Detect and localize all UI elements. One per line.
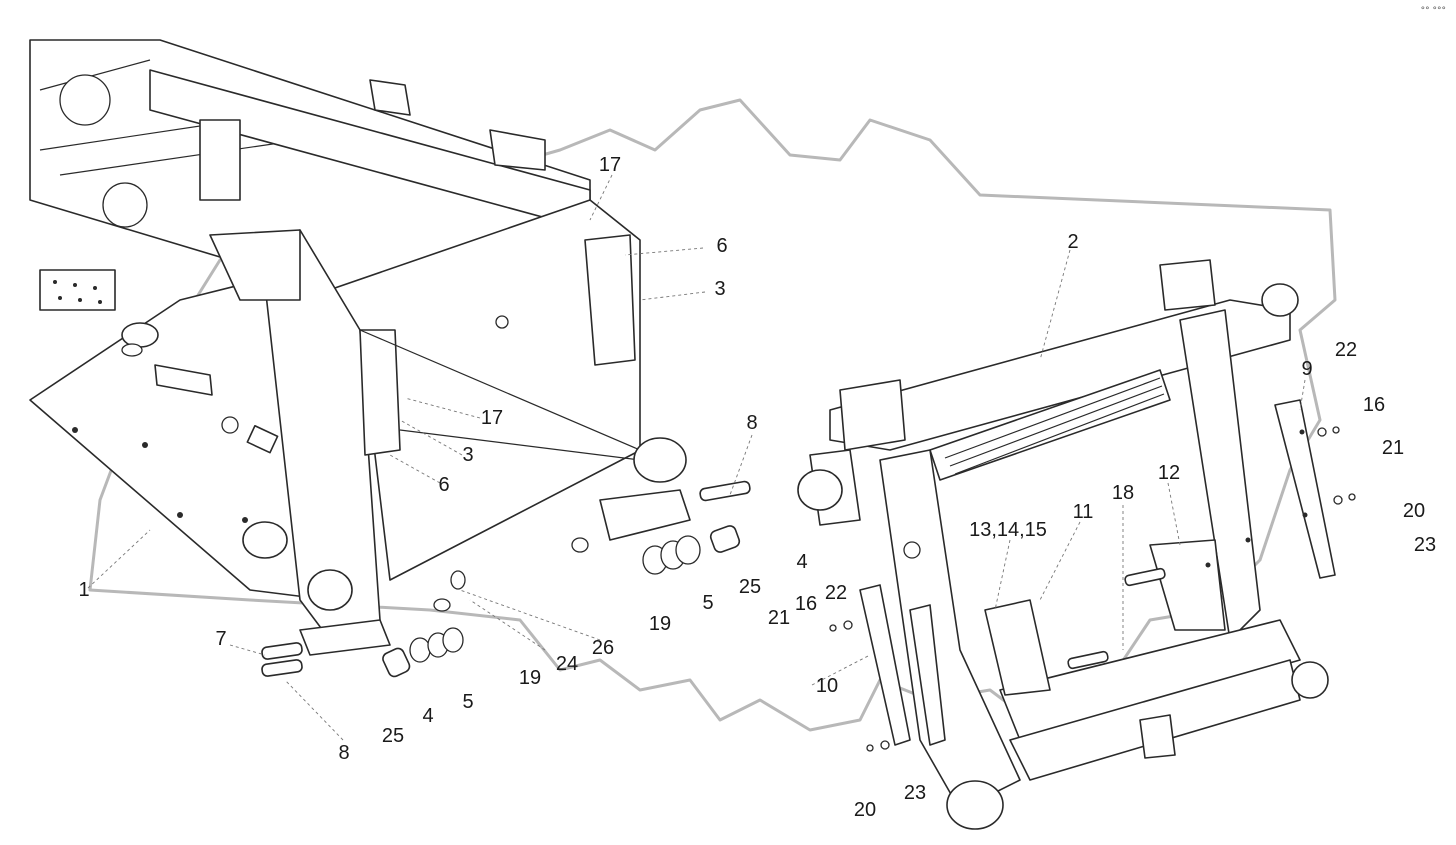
corner-mark: °° °°° [1420, 6, 1446, 16]
callout-2: 2 [1067, 231, 1079, 253]
callout-26: 26 [591, 637, 615, 659]
callout-6: 6 [716, 235, 728, 257]
callout-20: 20 [853, 799, 877, 821]
leader-lines [87, 174, 1306, 741]
right-hardware [829, 426, 1356, 752]
callout-5: 5 [702, 592, 714, 614]
callout-3: 3 [714, 278, 726, 300]
callout-19: 19 [648, 613, 672, 635]
callout-24: 24 [555, 653, 579, 675]
right-frame [797, 259, 1336, 830]
callout-13-14-15: 13,14,15 [969, 519, 1047, 541]
callout-20: 20 [1402, 500, 1426, 522]
callout-25: 25 [738, 576, 762, 598]
callout-18: 18 [1111, 482, 1135, 504]
callout-12: 12 [1157, 462, 1181, 484]
callout-21: 21 [1381, 437, 1405, 459]
callout-5: 5 [462, 691, 474, 713]
callout-10: 10 [815, 675, 839, 697]
callout-17: 17 [598, 154, 622, 176]
callout-19: 19 [518, 667, 542, 689]
callout-25: 25 [381, 725, 405, 747]
callout-4: 4 [422, 705, 434, 727]
callout-9: 9 [1301, 358, 1313, 380]
callout-22: 22 [1334, 339, 1358, 361]
left-box-section [209, 79, 691, 656]
callout-17: 17 [480, 407, 504, 429]
callout-23: 23 [1413, 534, 1437, 556]
callout-3: 3 [462, 444, 474, 466]
callout-16: 16 [794, 593, 818, 615]
callout-4: 4 [796, 551, 808, 573]
callout-6: 6 [438, 474, 450, 496]
callout-11: 11 [1072, 501, 1094, 523]
callout-21: 21 [767, 607, 791, 629]
left-hardware [261, 480, 751, 678]
callout-8: 8 [746, 412, 758, 434]
callout-16: 16 [1362, 394, 1386, 416]
callout-23: 23 [903, 782, 927, 804]
callout-1: 1 [78, 579, 90, 601]
callout-7: 7 [215, 628, 227, 650]
callout-8: 8 [338, 742, 350, 764]
main-frame [29, 39, 591, 601]
callout-22: 22 [824, 582, 848, 604]
